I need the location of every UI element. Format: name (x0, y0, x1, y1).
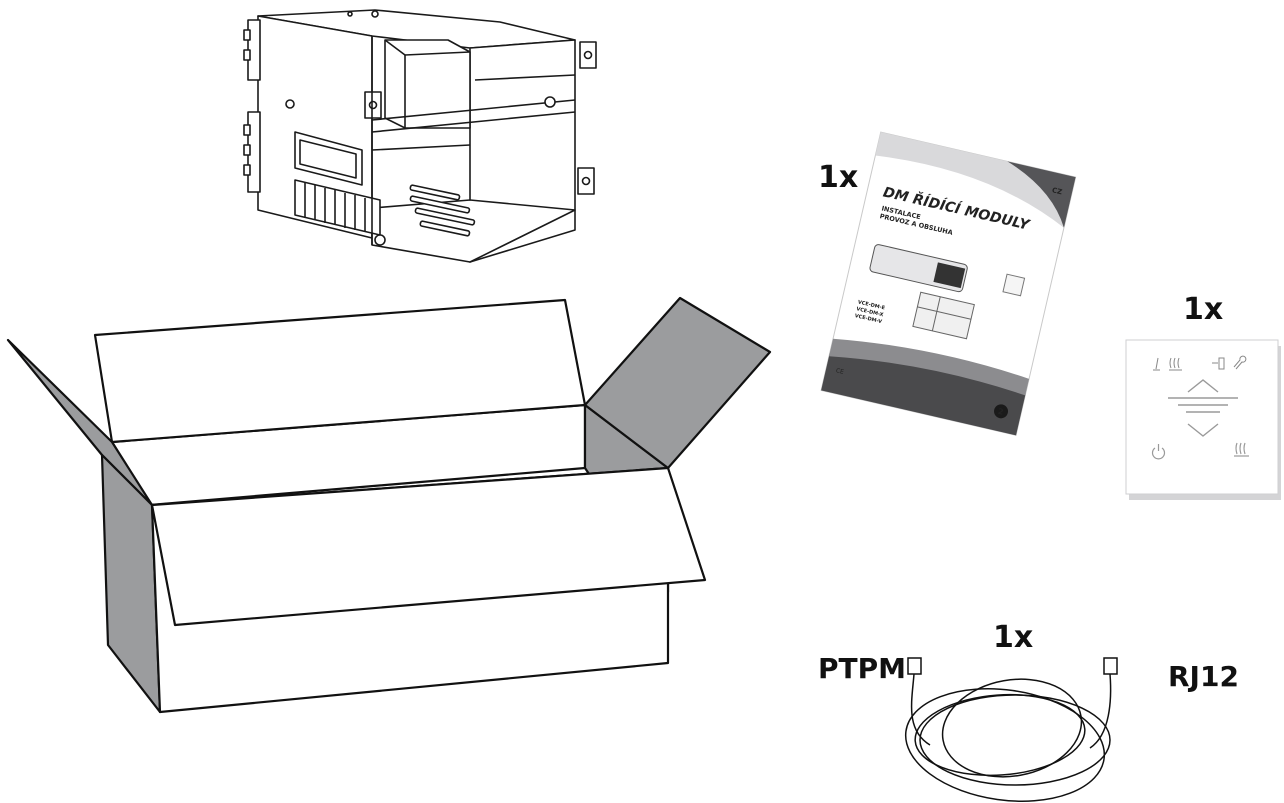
control-panel (1125, 339, 1281, 500)
power-icon (1151, 444, 1166, 460)
connection-cable (904, 657, 1118, 802)
arrow-up-icon (1187, 379, 1219, 393)
heater-icon (1234, 442, 1249, 457)
user-manual-booklet: CZ DM ŘÍDÍCÍ MODULY INSTALACE PROVOZ A O… (820, 131, 1077, 436)
arrow-down-icon (1187, 423, 1219, 437)
cable-quantity-label: 1x (993, 620, 1034, 655)
cable-ptpm-label: PTPM (818, 652, 907, 685)
open-cardboard-box (6, 296, 772, 714)
rj12-connector-icon (1103, 657, 1118, 675)
wrench-icon (1233, 355, 1247, 370)
control-module-chassis (243, 9, 597, 263)
level-indicator (1168, 397, 1238, 413)
ptpm-connector-icon (907, 657, 922, 675)
panel-quantity-label: 1x (1183, 292, 1224, 327)
cable-rj12-label: RJ12 (1168, 660, 1239, 693)
temperature-icon (1153, 357, 1160, 371)
manual-number: 2 (997, 407, 1004, 417)
manual-country-code: CZ (1051, 186, 1063, 196)
manual-quantity-label: 1x (818, 160, 859, 195)
heating-icon (1169, 357, 1182, 371)
door-icon (1212, 357, 1225, 370)
manual-ce-mark: CE (835, 367, 845, 376)
